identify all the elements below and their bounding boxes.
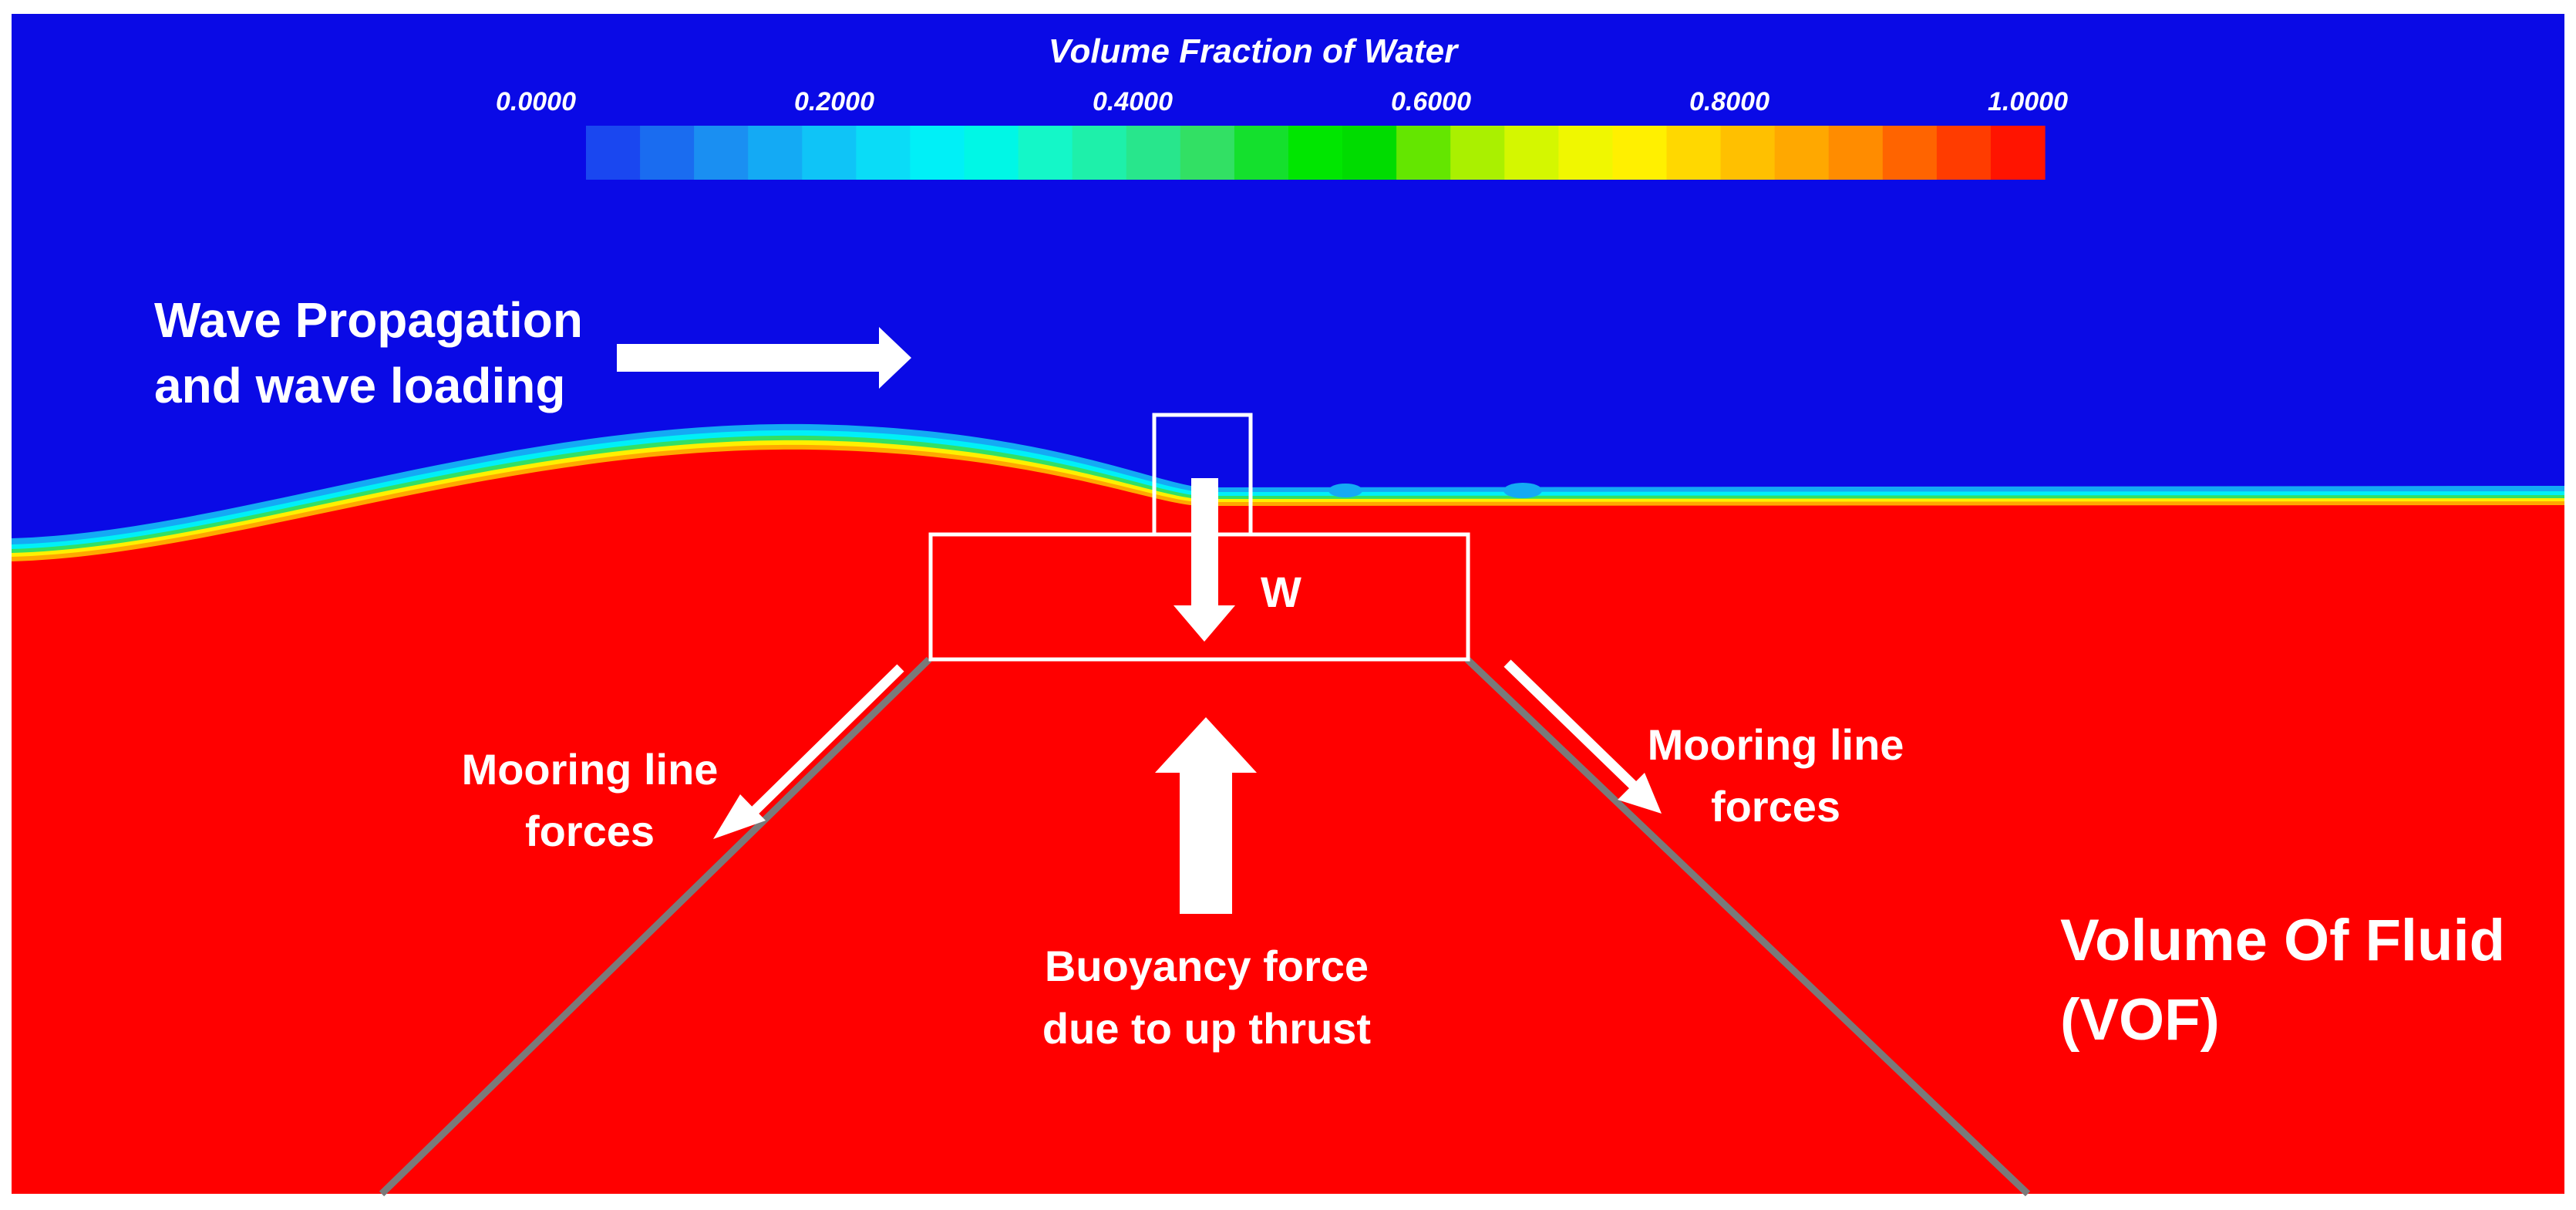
wave-propagation-arrow bbox=[617, 327, 911, 389]
colorbar-swatch bbox=[1720, 126, 1776, 180]
weight-label: W bbox=[1261, 568, 1301, 616]
colorbar-swatch bbox=[1126, 126, 1181, 180]
colorbar-swatch bbox=[1936, 126, 1992, 180]
colorbar-tick-label: 0.0000 bbox=[496, 87, 576, 116]
mooring-left-label-line1: Mooring line bbox=[462, 745, 719, 794]
vof-label-line1: Volume Of Fluid bbox=[2060, 908, 2505, 973]
colorbar-swatch bbox=[1450, 126, 1505, 180]
colorbar-swatch bbox=[1396, 126, 1451, 180]
mooring-line-right bbox=[1464, 656, 2031, 1197]
mooring-force-arrow-right bbox=[1504, 659, 1662, 814]
colorbar-swatch bbox=[640, 126, 695, 180]
mooring-left-label-line2: forces bbox=[525, 807, 655, 855]
colorbar-swatch bbox=[1774, 126, 1830, 180]
mooring-right-label-line2: forces bbox=[1711, 782, 1840, 831]
colorbar-swatch bbox=[856, 126, 911, 180]
surface-ripple bbox=[1504, 483, 1542, 498]
colorbar-swatch bbox=[586, 126, 641, 180]
vof-label-line2: (VOF) bbox=[2060, 987, 2220, 1053]
wave-label-line1: Wave Propagation bbox=[154, 292, 583, 348]
colorbar-swatch bbox=[1558, 126, 1613, 180]
colorbar-swatch bbox=[1666, 126, 1722, 180]
colorbar bbox=[586, 126, 2046, 180]
mooring-force-arrow-left bbox=[713, 664, 904, 839]
colorbar-swatch bbox=[802, 126, 857, 180]
mooring-line-left bbox=[379, 656, 932, 1197]
colorbar-swatch bbox=[1342, 126, 1397, 180]
buoyancy-label-line2: due to up thrust bbox=[1042, 1004, 1371, 1053]
surface-ripple bbox=[1328, 484, 1362, 497]
mooring-right-label-line1: Mooring line bbox=[1648, 720, 1904, 769]
colorbar-swatch bbox=[748, 126, 803, 180]
colorbar-swatch bbox=[964, 126, 1019, 180]
colorbar-tick-label: 0.2000 bbox=[794, 87, 874, 116]
colorbar-ticks: 0.0000 0.2000 0.4000 0.6000 0.8000 1.0000 bbox=[496, 87, 2068, 116]
colorbar-tick-label: 1.0000 bbox=[1988, 87, 2068, 116]
buoyancy-arrow bbox=[1155, 717, 1257, 914]
water-region bbox=[12, 449, 2564, 1194]
colorbar-swatch bbox=[1504, 126, 1559, 180]
wave-label-line2: and wave loading bbox=[154, 358, 565, 413]
colorbar-swatch bbox=[1072, 126, 1127, 180]
colorbar-swatch bbox=[1990, 126, 2046, 180]
colorbar-swatch bbox=[1234, 126, 1289, 180]
weight-arrow bbox=[1174, 478, 1235, 642]
colorbar-swatch bbox=[910, 126, 965, 180]
colorbar-tick-label: 0.4000 bbox=[1093, 87, 1173, 116]
colorbar-swatch bbox=[1018, 126, 1073, 180]
colorbar-tick-label: 0.6000 bbox=[1391, 87, 1471, 116]
colorbar-swatch bbox=[1180, 126, 1235, 180]
colorbar-tick-label: 0.8000 bbox=[1689, 87, 1770, 116]
colorbar-swatch bbox=[694, 126, 749, 180]
buoyancy-label-line1: Buoyancy force bbox=[1045, 942, 1369, 990]
colorbar-swatch bbox=[1828, 126, 1884, 180]
colorbar-swatch bbox=[1288, 126, 1343, 180]
colorbar-title: Volume Fraction of Water bbox=[1049, 32, 1460, 70]
colorbar-swatch bbox=[1612, 126, 1668, 180]
colorbar-swatch bbox=[1882, 126, 1938, 180]
